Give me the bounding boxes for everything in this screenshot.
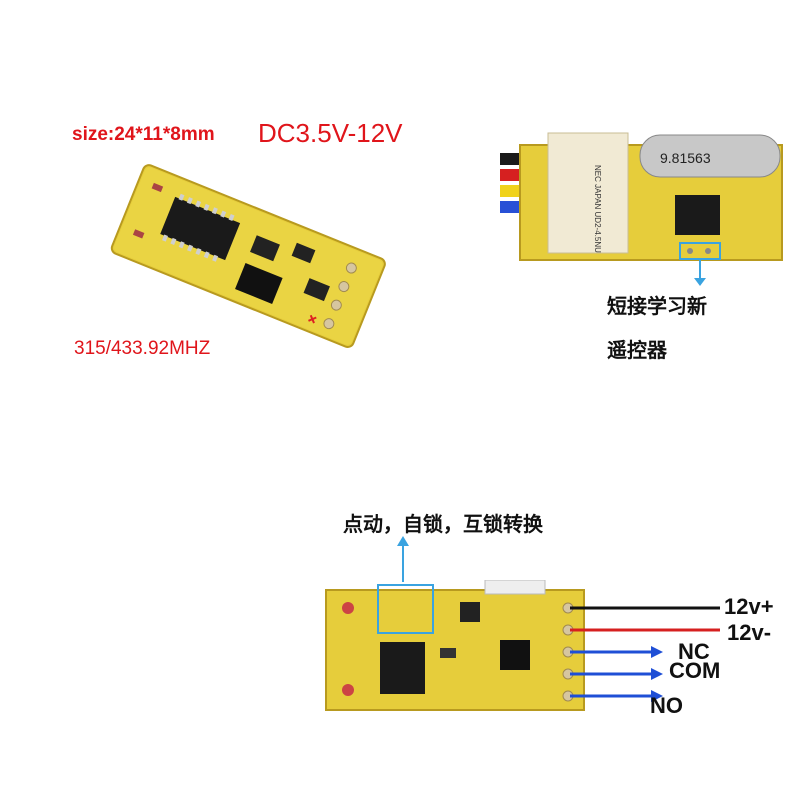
terminal-12v-plus: 12v+ <box>724 594 774 619</box>
note-line-1: 短接学习新 <box>607 294 707 318</box>
arrow-right-icon <box>570 690 663 702</box>
relay-label: NEC JAPAN UD2-4.5NU <box>593 165 602 253</box>
terminal-12v-minus: 12v- <box>727 620 772 645</box>
frequency-spec: 315/433.92MHZ <box>74 338 211 359</box>
size-spec: size:24*11*8mm <box>72 124 215 145</box>
crystal-label: 9.81563 <box>660 150 711 166</box>
terminal-com: COM <box>669 658 721 683</box>
module-photo-bottom <box>325 580 585 711</box>
module-photo-top-right: NEC JAPAN UD2-4.5NU 9.81563 <box>500 132 783 261</box>
arrow-down-icon <box>694 258 706 286</box>
terminal-no: NO <box>650 693 683 718</box>
arrow-right-icon <box>570 646 663 658</box>
wire-diagram <box>570 606 720 702</box>
svg-text:NEC JAPAN UD2-4.5NU: NEC JAPAN UD2-4.5NU <box>593 165 602 253</box>
terminal-nc: NC <box>678 639 710 664</box>
arrow-up-icon <box>397 536 409 582</box>
note-line-2: 遥控器 <box>607 338 667 362</box>
voltage-spec: DC3.5V-12V <box>258 118 403 148</box>
arrow-right-icon <box>570 668 663 680</box>
module-photo-top-left <box>110 164 386 348</box>
mode-label: 点动，自锁，互锁转换 <box>343 512 543 536</box>
